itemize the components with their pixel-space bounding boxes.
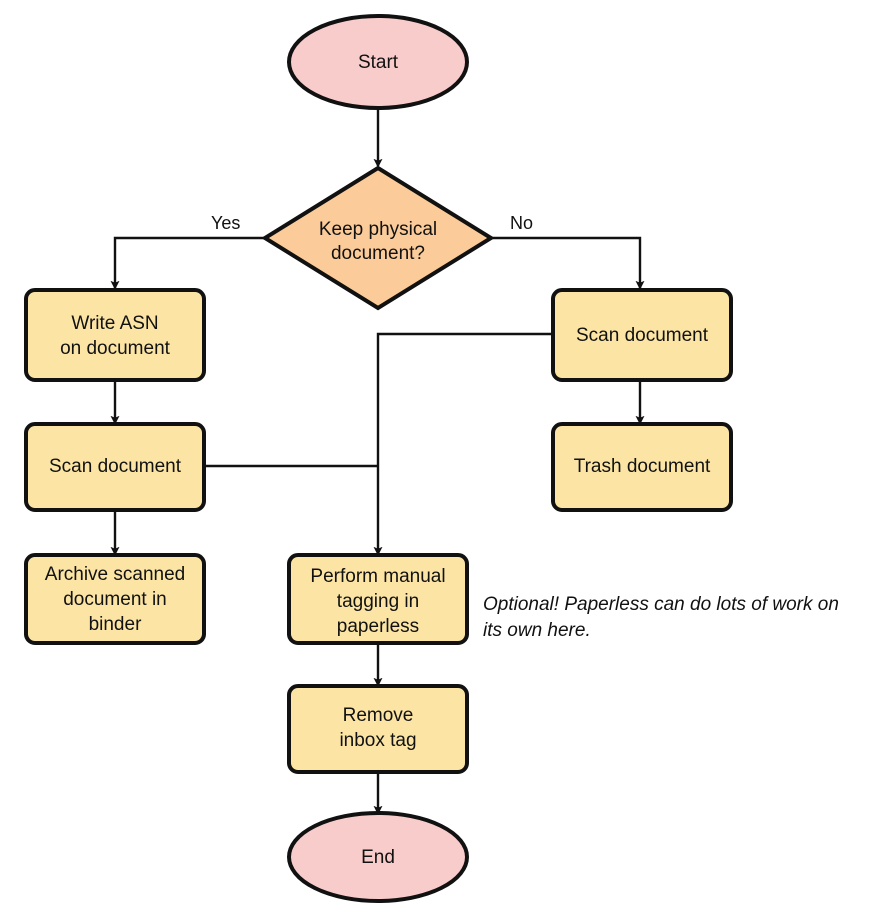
edge-label-no: No (510, 213, 533, 233)
trash-document-label: Trash document (574, 456, 711, 477)
edge-scan-right-to-tagging (373, 332, 553, 556)
node-start[interactable]: Start (287, 14, 469, 110)
scan-document-right-label: Scan document (576, 325, 709, 346)
remove-inbox-label-line1: Remove (343, 705, 414, 726)
trash-document-box[interactable] (551, 422, 733, 512)
decision-diamond[interactable] (261, 165, 495, 311)
node-trash-document[interactable]: Trash document (551, 422, 733, 512)
tagging-label-line2: tagging in (337, 591, 419, 612)
archive-label-line1: Archive scanned (45, 564, 185, 585)
start-ellipse[interactable] (287, 14, 469, 110)
end-ellipse[interactable] (287, 811, 469, 903)
node-archive-scanned-document[interactable]: Archive scanned document in binder (24, 553, 206, 645)
tagging-label-line1: Perform manual (310, 566, 445, 587)
remove-inbox-label-line2: inbox tag (339, 730, 416, 751)
archive-label-line2: document in (63, 589, 167, 610)
scan-document-left-label: Scan document (49, 456, 182, 477)
decision-label-line1: Keep physical (319, 219, 437, 240)
archive-label-line3: binder (89, 614, 142, 635)
node-scan-document-left[interactable]: Scan document (24, 422, 206, 512)
edge-label-yes: Yes (211, 213, 240, 233)
tagging-box[interactable] (287, 553, 469, 645)
node-write-asn-on-document[interactable]: Write ASN on document (24, 288, 206, 382)
write-asn-label-line2: on document (60, 338, 171, 359)
node-end[interactable]: End (287, 811, 469, 903)
node-decision-keep-physical-document[interactable]: Keep physical document? (261, 165, 495, 311)
write-asn-box[interactable] (24, 288, 206, 382)
node-scan-document-right[interactable]: Scan document (551, 288, 733, 382)
decision-label-line2: document? (331, 243, 425, 264)
scan-document-left-box[interactable] (24, 422, 206, 512)
remove-inbox-tag-box[interactable] (287, 684, 469, 774)
connector-layer (110, 104, 645, 815)
note-line1: Optional! Paperless can do lots of work … (483, 594, 839, 615)
edge-decision-yes-to-write-asn (110, 236, 265, 290)
end-label: End (361, 847, 395, 868)
archive-box[interactable] (24, 553, 206, 645)
write-asn-label-line1: Write ASN (71, 313, 158, 334)
start-label: Start (358, 52, 399, 73)
node-remove-inbox-tag[interactable]: Remove inbox tag (287, 684, 469, 774)
note-line2: its own here. (483, 620, 591, 641)
node-perform-manual-tagging[interactable]: Perform manual tagging in paperless (287, 553, 469, 645)
scan-document-right-box[interactable] (551, 288, 733, 382)
annotation-note: Optional! Paperless can do lots of work … (483, 594, 839, 641)
edge-decision-no-to-scan-right (491, 236, 645, 290)
tagging-label-line3: paperless (337, 616, 419, 637)
